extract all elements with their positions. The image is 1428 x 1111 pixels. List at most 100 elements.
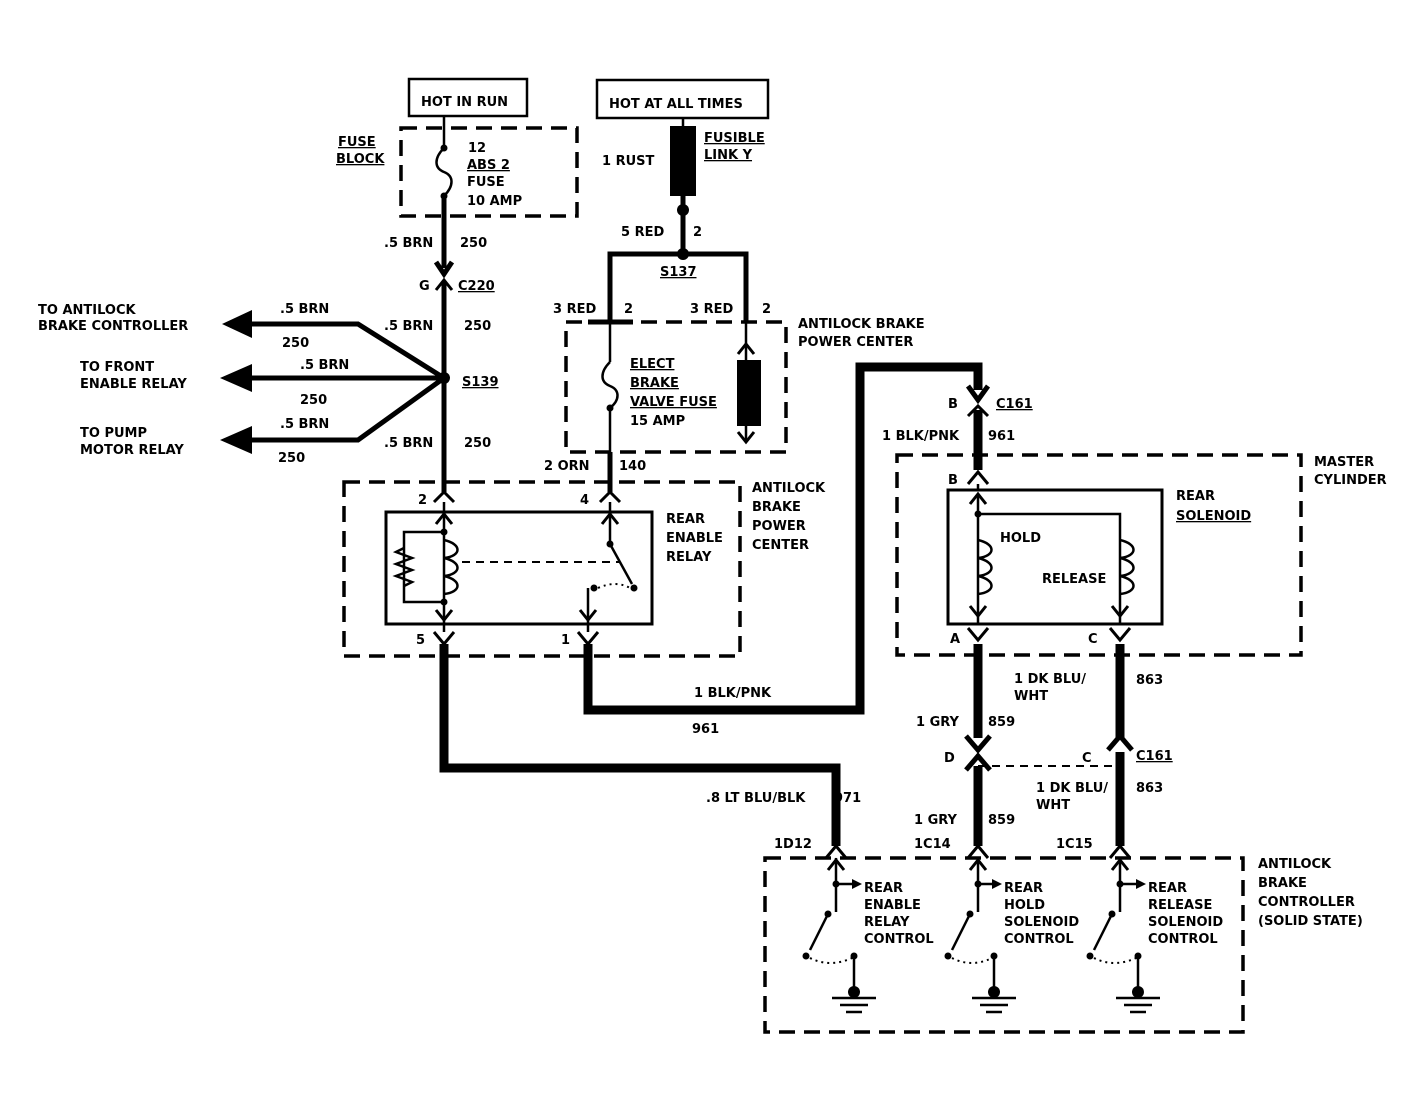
driver-1-contact: [802, 952, 810, 960]
controller-pin-1c14: 1C14: [914, 837, 951, 852]
driver-1-gap: [809, 957, 853, 964]
branch-front-enable-label-1: TO FRONT: [80, 360, 154, 375]
rear-enable-relay-label-1: REAR: [666, 512, 705, 527]
driver-2-label-1: REAR: [1004, 881, 1043, 896]
driver-1-signal-arrow: [852, 879, 862, 889]
driver-3-switch-arm: [1092, 913, 1114, 951]
gry-label-upper: 1 GRY: [916, 715, 960, 730]
c220-receptacle: [434, 277, 454, 291]
red-3-right-label: 3 RED: [690, 302, 733, 317]
driver-3-label-4: CONTROL: [1148, 932, 1218, 947]
red-3-left-pin: 2: [624, 302, 633, 317]
controller-pin-1c15-conn: [1108, 843, 1132, 859]
dk-blu-label-lower-2: WHT: [1036, 798, 1070, 813]
controller-outline: [763, 856, 1245, 1034]
red-5-pin: 2: [693, 225, 702, 240]
c161-top-receptacle: [966, 403, 990, 418]
relay-contact-gap: [597, 583, 631, 589]
power-center-relay-label-4: CENTER: [752, 538, 809, 553]
c161-bottom-d-arrow: [964, 734, 992, 754]
hot-at-all-times-label: HOT AT ALL TIMES: [609, 97, 743, 112]
driver-rear-release-solenoid: [1086, 857, 1160, 1014]
release-coil-feed: [978, 512, 1122, 624]
dk-blu-label-upper-2: WHT: [1014, 689, 1048, 704]
driver-3-label-1: REAR: [1148, 881, 1187, 896]
dk-blu-label-upper-1: 1 DK BLU/: [1014, 672, 1086, 687]
driver-2-ground-cap: [988, 986, 1000, 998]
power-center-right-terminal-top: [736, 341, 756, 355]
driver-1-label-2: ENABLE: [864, 898, 921, 913]
relay-pin-1-conn: [576, 631, 600, 647]
driver-1-label-1: REAR: [864, 881, 903, 896]
master-pin-c-conn: [1108, 627, 1132, 643]
lt-blu-blk-wire-971: [439, 644, 841, 846]
valve-fuse-label-2: BRAKE: [630, 376, 679, 391]
rear-enable-relay-label-2: ENABLE: [666, 531, 723, 546]
relay-pin-1: 1: [561, 633, 570, 648]
dk-blu-circuit-lower: 863: [1136, 781, 1163, 796]
fusible-link-label-2: LINK Y: [704, 148, 753, 163]
dk-blu-label-lower-1: 1 DK BLU/: [1036, 781, 1108, 796]
power-center-right-terminal-bottom: [736, 431, 756, 445]
branch-front-enable-wire: .5 BRN: [300, 358, 349, 373]
power-center-top-label-2: POWER CENTER: [798, 335, 913, 350]
driver-rear-enable-relay: [802, 857, 876, 1014]
brn-wire-circuit-mid: 250: [464, 319, 491, 334]
red-3-right-pin: 2: [762, 302, 771, 317]
relay-pin-4: 4: [580, 493, 589, 508]
branch-wire-antilock-controller: [250, 321, 446, 381]
relay-resistor: [392, 546, 416, 588]
driver-rear-hold-solenoid: [944, 857, 1016, 1014]
c220-label: C220: [458, 279, 495, 294]
relay-pin-2-conn: [432, 489, 456, 504]
fuse-block-label-1: FUSE: [338, 135, 376, 150]
hot-in-run-label: HOT IN RUN: [421, 95, 508, 110]
power-center-top-outline: [564, 320, 788, 454]
driver-3-label-3: SOLENOID: [1148, 915, 1223, 930]
blk-pnk-circuit-top: 961: [988, 429, 1015, 444]
valve-fuse-label-3: VALVE FUSE: [630, 395, 717, 410]
branch-front-enable-circuit: 250: [300, 393, 327, 408]
master-pin-c: C: [1088, 632, 1098, 647]
c161-top-arrow: [965, 384, 991, 405]
controller-label-1: ANTILOCK: [1258, 857, 1332, 872]
hold-coil: [977, 538, 993, 596]
branch-wire-pump-motor: [250, 375, 446, 443]
driver-3-ground-cap: [1132, 986, 1144, 998]
brn-wire-circuit-bottom: 250: [464, 436, 491, 451]
arrow-antilock-controller: [222, 310, 252, 338]
blk-pnk-wire-961: [583, 362, 983, 715]
fusible-link-wire: 1 RUST: [602, 154, 655, 169]
blk-pnk-label-top: 1 BLK/PNK: [882, 429, 960, 444]
rear-enable-relay-label-3: RELAY: [666, 550, 712, 565]
fuse-rating: 10 AMP: [467, 194, 522, 209]
gry-circuit-lower: 859: [988, 813, 1015, 828]
c161-top-pin: B: [948, 397, 958, 412]
driver-1-switch-arm: [808, 913, 830, 951]
driver-3-signal-arrow: [1136, 879, 1146, 889]
master-cylinder-outline: [895, 453, 1303, 657]
branch-antilock-controller-wire: .5 BRN: [280, 302, 329, 317]
controller-label-2: BRAKE: [1258, 876, 1307, 891]
release-coil-bottom-term: [1110, 605, 1130, 619]
driver-1-label-4: CONTROL: [864, 932, 934, 947]
master-pin-b-conn: [966, 469, 990, 485]
driver-3-contact: [1086, 952, 1094, 960]
driver-2-gap: [951, 957, 993, 964]
master-pin-a-conn: [966, 627, 990, 643]
relay-contact-arm: [608, 543, 634, 585]
controller-pin-1d12-conn: [824, 843, 848, 859]
hold-label: HOLD: [1000, 531, 1041, 546]
relay-coil: [443, 538, 459, 596]
power-center-right-element: [737, 360, 761, 426]
dk-blu-circuit-upper: 863: [1136, 673, 1163, 688]
driver-2-label-2: HOLD: [1004, 898, 1045, 913]
relay-pin-4-conn: [598, 489, 622, 504]
branch-antilock-controller-circuit: 250: [282, 336, 309, 351]
driver-1-term: [826, 857, 846, 871]
master-cylinder-label-2: CYLINDER: [1314, 473, 1387, 488]
arrow-pump-motor: [220, 426, 252, 454]
controller-pin-1c14-conn: [966, 843, 990, 859]
controller-pin-1c15: 1C15: [1056, 837, 1093, 852]
